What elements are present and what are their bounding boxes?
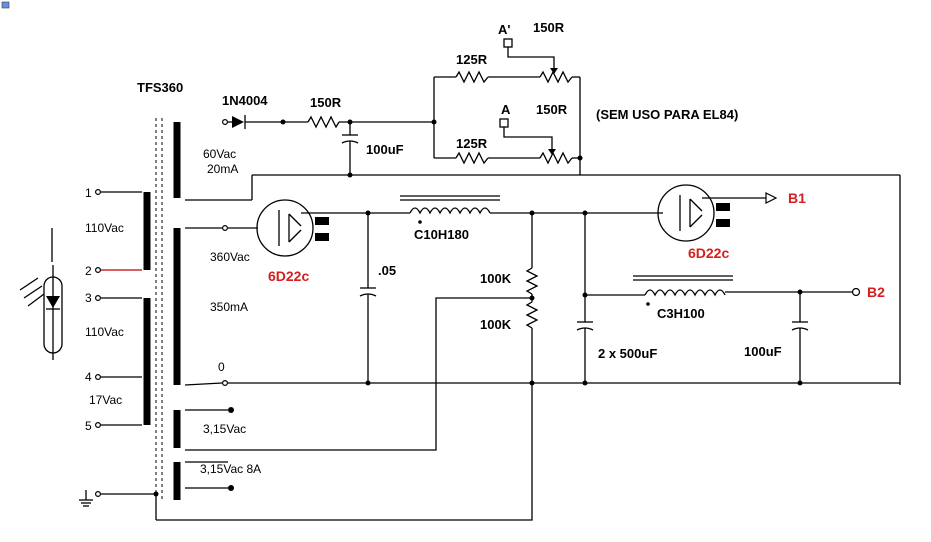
- led-device-icon: [19, 228, 63, 360]
- ground-symbol: [79, 490, 93, 507]
- primary-3-voltage-label: 17Vac: [89, 393, 122, 407]
- pin-4-label: 4: [85, 370, 92, 384]
- choke-2-label: C3H100: [657, 306, 705, 321]
- hv-zero-label: 0: [218, 360, 225, 374]
- primary-leads: [94, 189, 159, 520]
- heater-1-label: 3,15Vac: [203, 422, 246, 436]
- out-cap-label: 100uF: [744, 344, 782, 359]
- b1-output-arrow: [765, 192, 778, 204]
- rectifier-tube-2: [657, 184, 715, 242]
- transformer-name-label: TFS360: [137, 80, 183, 95]
- bias-capacitor-label: 100uF: [366, 142, 404, 157]
- primary-1-voltage-label: 110Vac: [85, 221, 124, 235]
- bias-winding-current-label: 20mA: [207, 162, 238, 176]
- cap-05-label: .05: [378, 263, 396, 278]
- diode-1n4004: [232, 116, 244, 128]
- heater-circuit: [156, 383, 533, 521]
- bias-circuit: [185, 38, 901, 385]
- rectifier-1-label: 6D22c: [268, 268, 309, 284]
- b2-label: B2: [867, 284, 885, 300]
- hv-winding-voltage-label: 360Vac: [210, 250, 250, 264]
- hv-winding-current-label: 350mA: [210, 300, 248, 314]
- primary-2-voltage-label: 110Vac: [85, 325, 124, 339]
- resistor-b-label: 125R: [456, 136, 488, 151]
- diode-label: 1N4004: [222, 93, 268, 108]
- output-a-label: A: [501, 102, 511, 117]
- output-a-prime-label: A': [498, 22, 510, 37]
- rectifier-tube-1: [256, 199, 314, 257]
- bias-resistor-label: 150R: [310, 95, 342, 110]
- divider-bottom-label: 100K: [480, 317, 512, 332]
- b2-output-terminal: [851, 287, 861, 297]
- main-cap-label: 2 x 500uF: [598, 346, 657, 361]
- bias-resistor: [307, 115, 340, 129]
- pin-1-label: 1: [85, 186, 92, 200]
- choke-c10h180: [409, 207, 491, 215]
- bias-winding-voltage-label: 60Vac: [203, 147, 236, 161]
- window-corner-icon: [1, 1, 10, 9]
- choke-1-label: C10H180: [414, 227, 469, 242]
- resistor-a-label: 125R: [456, 52, 488, 67]
- divider-top-label: 100K: [480, 271, 512, 286]
- pin-5-label: 5: [85, 419, 92, 433]
- pin-3-label: 3: [85, 291, 92, 305]
- pin-2-label: 2: [85, 264, 92, 278]
- choke-c3h100: [644, 289, 726, 297]
- heater-2-label: 3,15Vac 8A: [200, 462, 261, 476]
- b1-label: B1: [788, 190, 806, 206]
- hv-circuit: [184, 184, 900, 451]
- pot-a-label: 150R: [533, 20, 565, 35]
- pot-b-label: 150R: [536, 102, 568, 117]
- rectifier-2-label: 6D22c: [688, 245, 729, 261]
- note-label: (SEM USO PARA EL84): [596, 107, 738, 122]
- transformer: [143, 118, 181, 500]
